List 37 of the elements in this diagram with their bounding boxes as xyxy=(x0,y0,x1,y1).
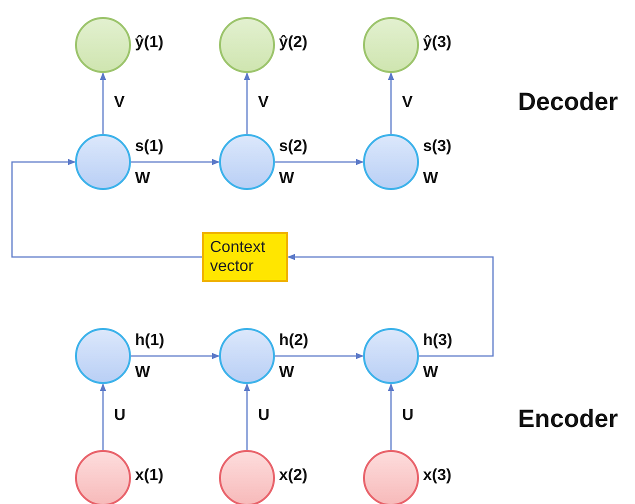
state-label: ŷ(1) xyxy=(135,34,164,52)
arrow xyxy=(131,352,220,360)
state-label: ŷ(2) xyxy=(279,34,308,52)
state-label: s(3) xyxy=(423,138,452,156)
weight-label: W xyxy=(279,364,294,382)
arrow xyxy=(275,158,364,166)
arrow xyxy=(131,158,220,166)
section-title: Encoder xyxy=(518,405,618,434)
circle-node xyxy=(363,450,419,504)
arrow xyxy=(275,352,364,360)
arrow xyxy=(388,383,394,450)
context-box xyxy=(202,232,288,282)
state-label: ŷ(3) xyxy=(423,34,452,52)
weight-label: W xyxy=(135,364,150,382)
arrow xyxy=(388,72,394,134)
arrow xyxy=(100,383,106,450)
circle-node xyxy=(75,450,131,504)
weight-label: W xyxy=(279,170,294,188)
weight-label: W xyxy=(423,364,438,382)
state-label: h(3) xyxy=(423,332,452,350)
state-label: h(1) xyxy=(135,332,164,350)
box-label: Context vector xyxy=(210,238,266,276)
state-label: s(2) xyxy=(279,138,308,156)
state-label: x(3) xyxy=(423,467,452,485)
section-title: Decoder xyxy=(518,88,618,117)
circle-node xyxy=(219,450,275,504)
arrow xyxy=(11,158,202,258)
state-label: x(1) xyxy=(135,467,164,485)
weight-label: W xyxy=(135,170,150,188)
arrow xyxy=(287,254,494,357)
arrow xyxy=(244,383,250,450)
arrow xyxy=(100,72,106,134)
arrow xyxy=(244,72,250,134)
weight-label: W xyxy=(423,170,438,188)
state-label: h(2) xyxy=(279,332,308,350)
state-label: x(2) xyxy=(279,467,308,485)
state-label: s(1) xyxy=(135,138,164,156)
